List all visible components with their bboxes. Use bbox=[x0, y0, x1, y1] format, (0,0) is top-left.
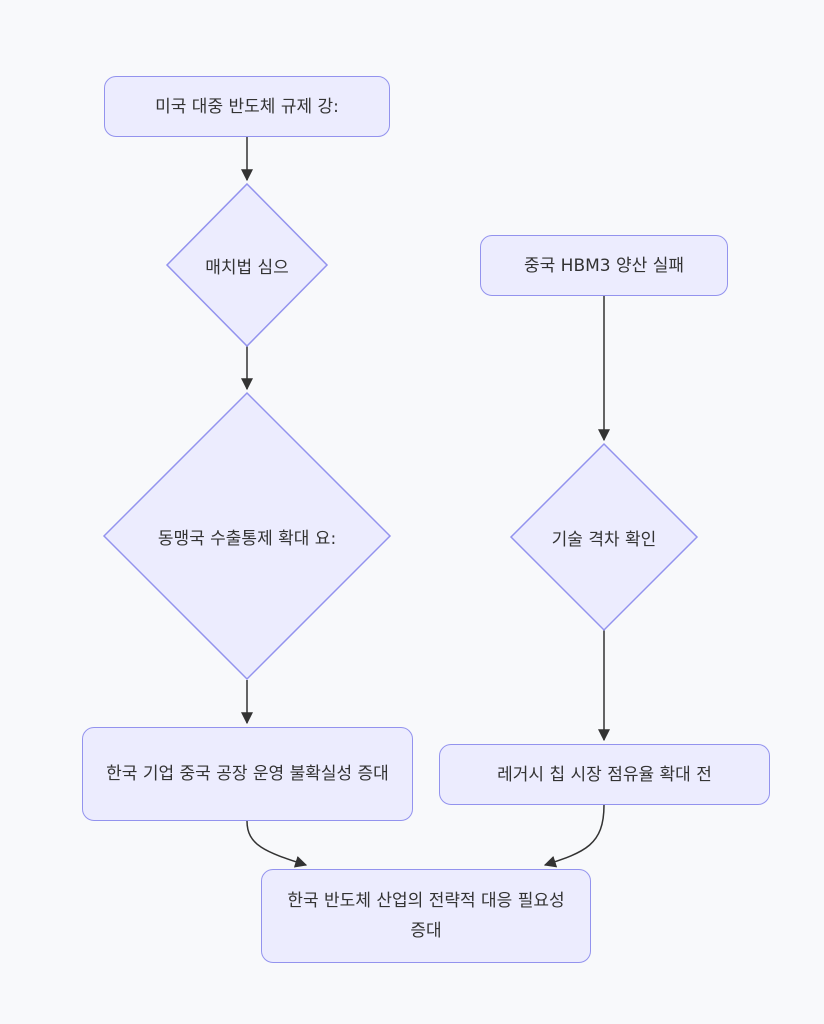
node-label: 동맹국 수출통제 확대 요: bbox=[157, 528, 337, 549]
node-label: 한국 반도체 산업의 전략적 대응 필요성 증대 bbox=[287, 891, 565, 941]
edge-legacy-chip-to-korea-strategy bbox=[543, 804, 605, 868]
diamond-label-tech-gap: 기술 격차 확인 bbox=[511, 522, 697, 552]
node-korea-factory[interactable]: 한국 기업 중국 공장 운영 불확실성 증대 bbox=[82, 727, 413, 821]
node-legacy-chip[interactable]: 레거시 칩 시장 점유율 확대 전 bbox=[439, 744, 770, 805]
node-label: 한국 기업 중국 공장 운영 불확실성 증대 bbox=[106, 764, 389, 784]
node-label: 중국 HBM3 양산 실패 bbox=[524, 255, 684, 276]
diamond-tech-gap[interactable] bbox=[509, 442, 699, 632]
node-label: 미국 대중 반도체 규제 강: bbox=[155, 96, 339, 117]
diamond-label-ally-export: 동맹국 수출통제 확대 요: bbox=[104, 521, 390, 551]
node-korea-strategy[interactable]: 한국 반도체 산업의 전략적 대응 필요성 증대 bbox=[261, 869, 591, 963]
node-us-regulation[interactable]: 미국 대중 반도체 규제 강: bbox=[104, 76, 390, 137]
node-label: 레거시 칩 시장 점유율 확대 전 bbox=[497, 764, 712, 785]
node-label: 매치법 심으 bbox=[205, 257, 289, 278]
node-china-hbm3[interactable]: 중국 HBM3 양산 실패 bbox=[480, 235, 728, 296]
diamond-match-act[interactable] bbox=[165, 182, 329, 348]
node-label: 기술 격차 확인 bbox=[551, 529, 657, 550]
diamond-ally-export[interactable] bbox=[102, 391, 392, 681]
edge-korea-factory-to-korea-strategy bbox=[246, 820, 308, 868]
diamond-label-match-act: 매치법 심으 bbox=[167, 250, 327, 280]
